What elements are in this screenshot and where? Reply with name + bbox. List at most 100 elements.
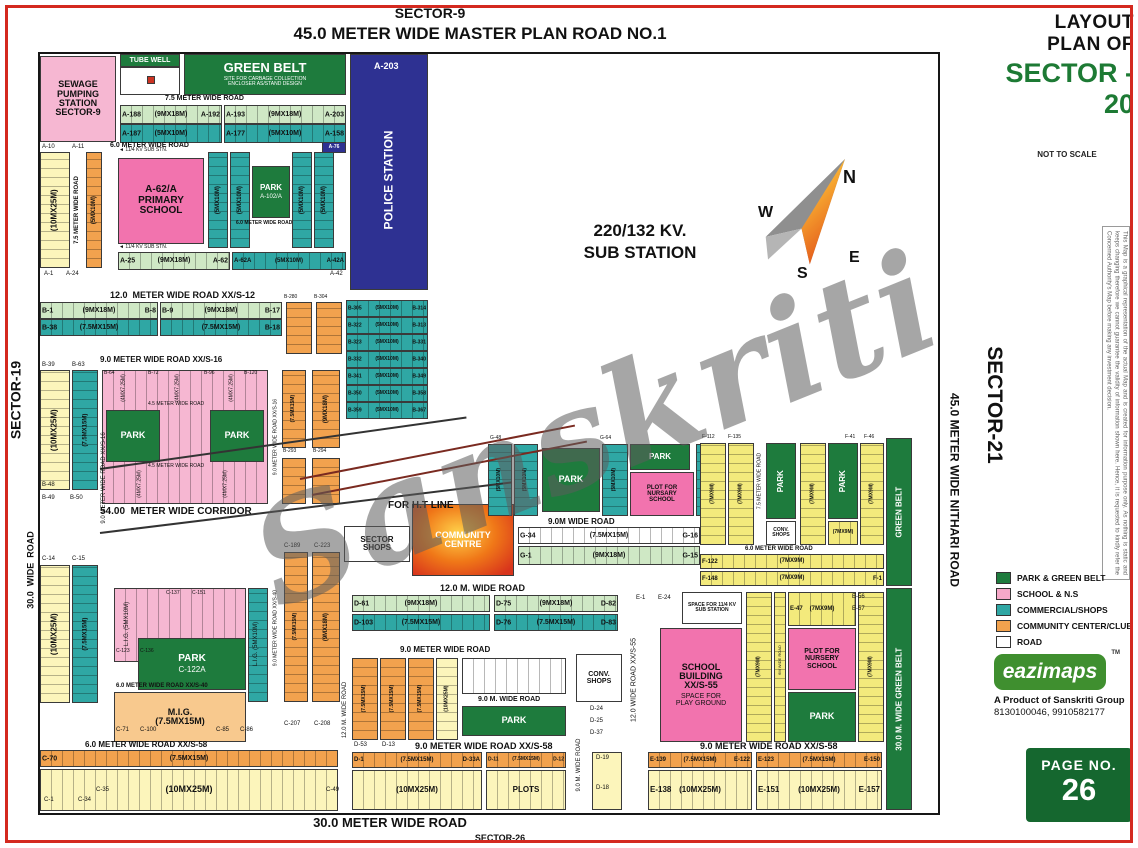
map-block-label: (9MX18M) [592,551,626,559]
map-block: (7MX9M) [800,443,826,545]
page-label: PAGE NO. [1041,757,1117,773]
map-block-label: (5MX10M) [268,129,302,137]
map-label: B-293 [283,448,297,454]
plot-number: A-62 [212,257,228,265]
map-block-sublabel: SPACE FOR PLAY GROUND [675,692,727,708]
map-block: (5MX10M) [230,152,250,248]
map-label: 6.0 METER WIDE ROAD [110,142,189,149]
map-label: C-15 [72,556,86,562]
legend-swatch [996,588,1011,600]
map-label: D-24 [590,706,604,712]
map-block [774,592,786,742]
map-label: SECTOR-21 [983,346,1007,464]
map-block: (7MX9M) [728,443,754,545]
map-label: E-57 [852,606,865,612]
map-label: D-37 [590,730,604,736]
legend-swatch [996,636,1011,648]
plot-number: G-15 [682,551,698,559]
map-label: 45.0 METER WIDE NITHARI ROAD [947,392,962,588]
map-block [120,67,180,95]
conv-shops: CONV. SHOPS [766,521,796,545]
police-station [350,54,428,290]
map-block-label: (9MX18M) [539,599,573,607]
map-label: B-96 [204,370,215,376]
map-label: C-34 [78,797,92,803]
plot-number: D-103 [354,618,374,626]
legend-swatch [996,620,1011,632]
plot-number: D-61 [354,599,370,607]
map-label: 9.0 METER WIDE ROAD XX/S-40 [272,589,279,667]
map-block-label: (10MX25M) [49,613,59,655]
map-block: (7.5MX15M)C-70 [40,750,338,767]
map-block: (10MX25M) [40,152,70,268]
map-block-label: (5MX10M) [522,468,529,492]
map-block: (7MX9M) [746,592,772,742]
map-block-label: (9MX18M) [404,599,438,607]
map-block-label: M.I.G. (7.5MX15M) [155,706,205,726]
map-block-label: (7.5MX15M) [169,754,209,762]
map-block-label: (7.5MX15M) [589,531,629,539]
plot-number: D-11 [488,756,499,763]
green-belt-strip: GREEN BELT [886,438,912,586]
plot-number: E-138 [650,784,672,794]
map-block-label: (5MX10M) [375,406,399,413]
map-block: (7MX9M)E-47 [788,592,856,626]
map-block: (5MX10M) A-177 A-158 [224,124,346,143]
legend-item: COMMERCIAL/SHOPS [996,604,1136,616]
plot-number: A-177 [226,129,246,137]
map-block-label: (7.5MX15M) [417,685,424,713]
map-label: SECTOR-19 [7,360,24,440]
map-block-label: (9MX18M) [154,110,188,118]
map-block-label: (5MX10M) [320,185,327,214]
map-label: 30.0 METER WIDE ROAD [313,815,467,830]
map-block-label: (10MX25M) [49,409,59,451]
map-block-label: (7MX9M) [832,529,854,536]
map-block-label: (7.5MX15M) [81,413,88,447]
map-block: (7.5MX15M)D-103 [352,614,490,631]
map-block-label: A-76 [328,143,340,150]
map-label: 30.0 WIDE ROAD [25,531,36,609]
plot-number: E-122 [733,756,750,763]
map-label: B-280 [284,294,298,300]
map-label: 7.5 METER WIDE ROAD [73,176,80,244]
map-block-label: (7MX9M) [779,575,805,582]
legend-label: COMMERCIAL/SHOPS [1017,605,1108,615]
map-block: (5MX10M)A-187 [120,124,222,143]
map-label: (4MX7.25M) [174,374,181,402]
scale-note: NOT TO SCALE [1037,150,1097,159]
plot-number: D-1 [354,756,364,763]
map-label: SECTOR-26 [474,833,526,843]
primary-school: A-62/A PRIMARY SCHOOL [118,158,204,244]
map-block: (5MX10M) [514,444,538,516]
map-label: 12.0 M. WIDE ROAD [440,583,526,593]
map-label: 9.0 METER WIDE ROAD [400,645,491,654]
plot-number: A-158 [324,129,344,137]
map-label: (4MX7.25M) [120,374,127,402]
map-label: A-1 [44,271,54,277]
map-block: (7MX9M)F-122 [700,554,884,569]
map-block: (10MX25M) [436,658,458,740]
park: PARK [788,692,856,742]
map-block-label: (7.5MX15M) [536,618,576,626]
plot-number: F-1 [873,575,882,582]
map-block-label: (7.5MX15M) [802,756,836,763]
map-block-label: (10MX25M) [165,784,213,795]
map-block-label: (7.5MX15M) [292,613,299,641]
map-block [248,588,268,702]
map-block-label: (7MX9M) [868,483,875,505]
map-label: B-294 [313,448,327,454]
map-label: B-64 [104,370,115,376]
map-block-label: (9MX18M) [322,612,329,641]
map-label: C-86 [240,727,254,733]
community-centre: COMMUNITY CENTRE [412,504,514,576]
map-block-label: SPACE FOR 11/4 KV SUB STATION [688,601,736,613]
map-block-label: (7.5MX15M) [81,617,88,651]
plot-number: B-305 [348,304,362,311]
